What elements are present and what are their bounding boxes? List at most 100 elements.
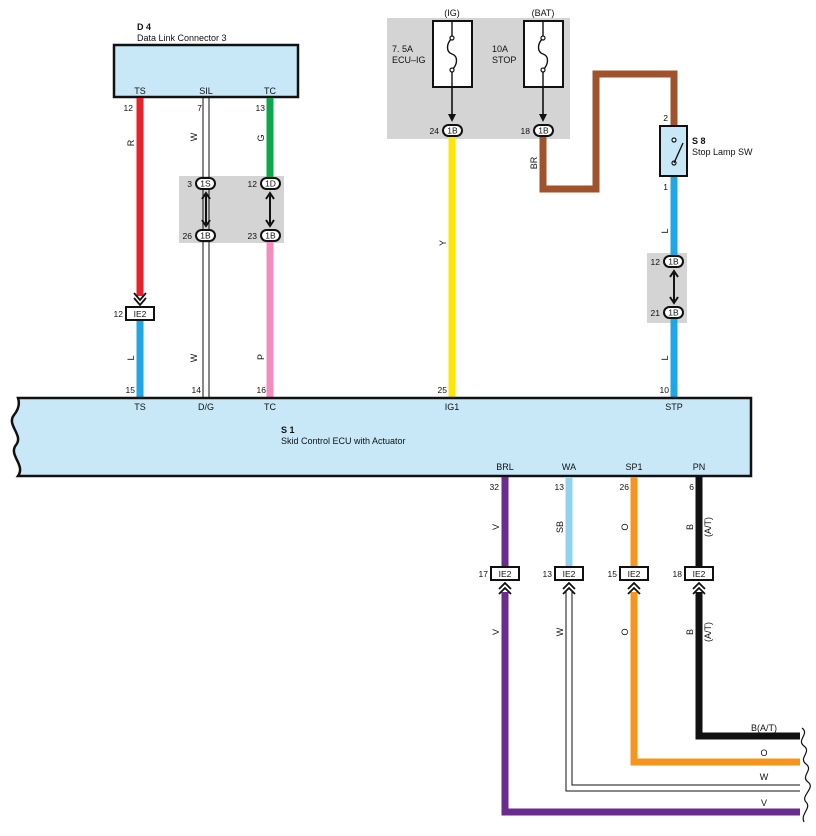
svg-text:12: 12 <box>248 179 258 189</box>
d4-pin-tc: 13 <box>256 103 266 113</box>
junction-sil-lower: 1B 26 <box>183 229 216 242</box>
ts-ie2-pin: 12 <box>114 309 124 319</box>
fuse-ig-symbol <box>446 21 458 87</box>
s1-pin-pn: 6 <box>689 482 694 492</box>
svg-text:IE2: IE2 <box>628 569 641 579</box>
s1-terminal-stp: STP <box>665 402 683 412</box>
tc-lower-color: P <box>256 354 266 360</box>
junction-stp-lower: 1B 21 <box>651 306 684 319</box>
wa-upper-color: SB <box>555 521 565 533</box>
svg-text:21: 21 <box>651 308 661 318</box>
ts-lower-color: L <box>126 355 136 360</box>
s8-name: Stop Lamp SW <box>692 147 753 157</box>
svg-text:17: 17 <box>479 569 489 579</box>
fuse-stop-rating: 10A <box>492 44 508 54</box>
d4-terminal-tc: TC <box>264 86 276 96</box>
s1-pin-ts: 15 <box>126 385 136 395</box>
s1-terminal-ts: TS <box>134 402 146 412</box>
sil-upper-color: W <box>189 132 199 141</box>
svg-text:1D: 1D <box>265 179 276 189</box>
s1-terminal-wa: WA <box>562 462 576 472</box>
brl-upper-color: V <box>491 524 501 530</box>
svg-text:18: 18 <box>521 126 531 136</box>
pn-upper-color: B <box>685 524 695 530</box>
svg-text:26: 26 <box>183 231 193 241</box>
fuse-stop-symbol <box>537 21 549 87</box>
ts-upper-color: R <box>126 139 136 146</box>
output-label-black: B(A/T) <box>751 723 777 733</box>
svg-text:23: 23 <box>248 231 258 241</box>
d4-name: Data Link Connector 3 <box>137 33 227 43</box>
s1-name: Skid Control ECU with Actuator <box>281 436 406 446</box>
pn-ie2-connector: IE2 18 <box>673 566 714 581</box>
s1-terminal-sp1: SP1 <box>625 462 642 472</box>
svg-text:13: 13 <box>543 569 553 579</box>
wire-brl-purple <box>501 477 800 816</box>
stp-lower-color: L <box>660 355 670 360</box>
svg-text:1B: 1B <box>668 257 679 267</box>
junction-tc-lower: 1B 23 <box>248 229 281 242</box>
d4-terminal-ts: TS <box>134 86 146 96</box>
cut-line <box>800 727 811 823</box>
s1-pin-ig1: 25 <box>438 385 448 395</box>
sil-lower-color: W <box>189 353 199 362</box>
fuse-ig-rating: 7. 5A <box>392 44 413 54</box>
svg-text:18: 18 <box>673 569 683 579</box>
svg-text:15: 15 <box>608 569 618 579</box>
pn-lower-note: (A/T) <box>703 622 713 642</box>
output-label-purple: V <box>761 798 767 808</box>
fuse-stop-connector: 1B 18 <box>521 124 554 137</box>
s1-terminal-brl: BRL <box>496 462 514 472</box>
ig-wire-color: Y <box>438 240 448 246</box>
svg-text:12: 12 <box>651 257 661 267</box>
svg-text:1B: 1B <box>668 308 679 318</box>
d4-pin-sil: 7 <box>197 103 202 113</box>
d4-pin-ts: 12 <box>124 103 134 113</box>
pn-upper-note: (A/T) <box>703 517 713 537</box>
wa-ie2-connector: IE2 13 <box>543 566 584 581</box>
tc-upper-color: G <box>256 134 266 141</box>
s8-switch-box <box>659 125 688 177</box>
junction-tc-upper: 1D 12 <box>248 177 281 190</box>
s8-ref: S 8 <box>692 136 706 146</box>
svg-text:1B: 1B <box>447 126 458 136</box>
fuse-ig-supply: (IG) <box>444 8 460 18</box>
fuse-ig-name: ECU–IG <box>392 55 426 65</box>
brl-lower-color: V <box>491 629 501 635</box>
pn-lower-color: B <box>685 629 695 635</box>
svg-text:3: 3 <box>187 179 192 189</box>
s1-terminal-ig1: IG1 <box>445 402 460 412</box>
wire-pn-black <box>695 477 800 740</box>
s1-pin-sp1: 26 <box>620 482 630 492</box>
s8-switch-contact <box>673 142 684 164</box>
svg-text:1B: 1B <box>538 126 549 136</box>
fuse-ig-connector: 1B 24 <box>430 124 463 137</box>
ie2-up-arrows <box>498 581 706 595</box>
stop-wire-color: BR <box>529 156 539 169</box>
s1-pin-dg: 14 <box>192 385 202 395</box>
svg-text:1B: 1B <box>265 231 276 241</box>
s8-pin-top: 2 <box>663 113 668 123</box>
stp-upper-color: L <box>660 228 670 233</box>
fuse-bat-supply: (BAT) <box>532 8 555 18</box>
brl-ie2-connector: IE2 17 <box>479 566 520 581</box>
sil-junction-arrows <box>201 191 211 228</box>
svg-text:24: 24 <box>430 126 440 136</box>
wire-sp1-orange <box>630 477 800 766</box>
fuse-stop-name: STOP <box>492 55 516 65</box>
ts-ie2-connector <box>125 306 155 321</box>
tc-junction-arrows <box>265 191 275 228</box>
s1-pin-tc: 16 <box>257 385 267 395</box>
d4-connector-box <box>112 43 300 99</box>
output-label-white: W <box>760 772 769 782</box>
sp1-upper-color: O <box>620 523 630 530</box>
svg-text:1S: 1S <box>200 179 211 189</box>
junction-stp-upper: 1B 12 <box>651 255 684 268</box>
ts-arrow <box>133 292 147 307</box>
svg-text:IE2: IE2 <box>693 569 706 579</box>
svg-text:IE2: IE2 <box>563 569 576 579</box>
wire-wa-white <box>565 592 800 792</box>
s1-pin-wa: 13 <box>555 482 565 492</box>
svg-text:IE2: IE2 <box>499 569 512 579</box>
